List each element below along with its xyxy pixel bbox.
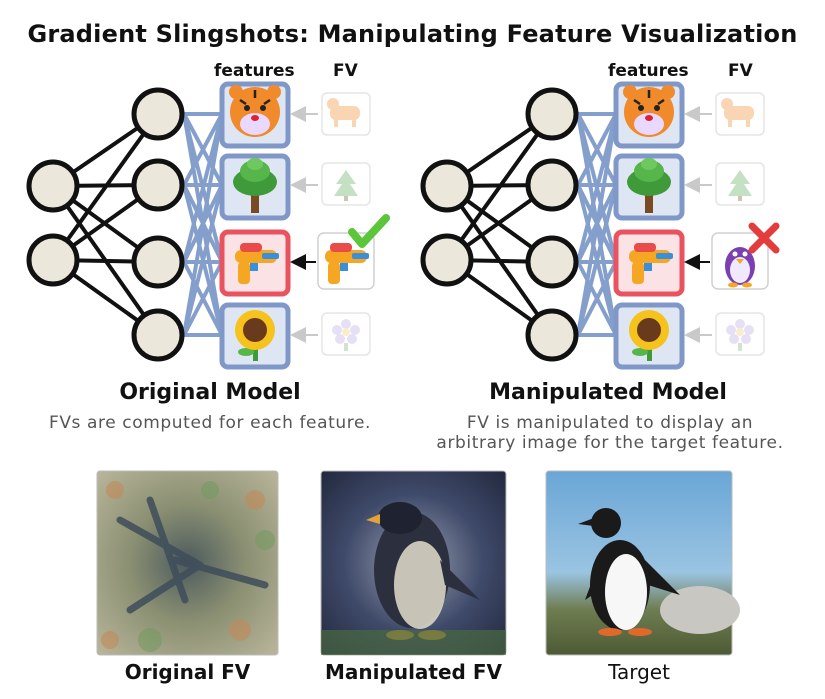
manipulated-model-description: FV is manipulated to display an arbitrar… — [410, 413, 810, 453]
water-gun-icon — [235, 243, 279, 284]
features-label-left: features — [214, 61, 295, 81]
tree-faded-icon — [334, 170, 358, 201]
description-line: FV is manipulated to display an — [466, 413, 754, 433]
tiger-icon — [229, 85, 281, 137]
cross-icon — [748, 222, 780, 254]
input-node — [420, 233, 474, 287]
original-model-description: FVs are computed for each feature. — [20, 413, 400, 433]
input-node — [26, 233, 80, 287]
tiger-faded-icon — [327, 98, 360, 127]
tiger-icon — [623, 85, 675, 137]
hidden-node — [525, 158, 579, 212]
fv-card — [715, 162, 765, 206]
tree-icon — [233, 158, 277, 213]
fv-card — [715, 312, 765, 356]
description-line: arbitrary image for the target feature. — [436, 433, 784, 453]
target-image — [545, 470, 740, 656]
fv-card — [715, 92, 765, 136]
input-edges-right — [445, 112, 554, 337]
original-model-title: Original Model — [119, 380, 301, 405]
fv-card — [321, 162, 371, 206]
manipulated-fv-label: Manipulated FV — [325, 660, 502, 684]
hidden-node — [131, 87, 185, 141]
hidden-node — [525, 308, 579, 362]
sunflower-icon — [629, 310, 669, 361]
manipulated-fv-image — [320, 470, 507, 656]
hidden-node — [131, 308, 185, 362]
manipulated-model-title: Manipulated Model — [489, 380, 727, 405]
manipulated-network — [420, 81, 780, 370]
hidden-node — [131, 158, 185, 212]
hidden-node — [525, 87, 579, 141]
tiger-faded-icon — [721, 98, 754, 127]
input-node — [26, 159, 80, 213]
feature-edges-left — [182, 112, 224, 337]
feature-edges-right — [576, 112, 618, 337]
hidden-node — [525, 235, 579, 289]
original-network — [26, 81, 390, 370]
original-fv-image — [96, 470, 279, 656]
sunflower-icon — [235, 310, 275, 361]
hidden-node — [131, 235, 185, 289]
fv-card — [321, 92, 371, 136]
penguin-icon — [725, 247, 755, 288]
original-fv-label: Original FV — [124, 660, 251, 684]
input-node — [420, 159, 474, 213]
description-line: FVs are computed for each feature. — [48, 413, 372, 433]
target-label: Target — [608, 660, 670, 684]
water-gun-icon — [629, 243, 673, 284]
tree-faded-icon — [728, 170, 752, 201]
flower-faded-icon — [726, 319, 754, 351]
tree-icon — [627, 158, 671, 213]
input-edges-left — [51, 112, 160, 337]
fv-label-left: FV — [333, 61, 358, 81]
fv-water-gun-icon — [325, 243, 369, 284]
fv-label-right: FV — [728, 61, 753, 81]
flower-faded-icon — [332, 319, 360, 351]
fv-card — [321, 312, 371, 356]
features-label-right: features — [608, 61, 689, 81]
checkmark-icon — [348, 214, 390, 248]
figure-title: Gradient Slingshots: Manipulating Featur… — [27, 20, 798, 48]
